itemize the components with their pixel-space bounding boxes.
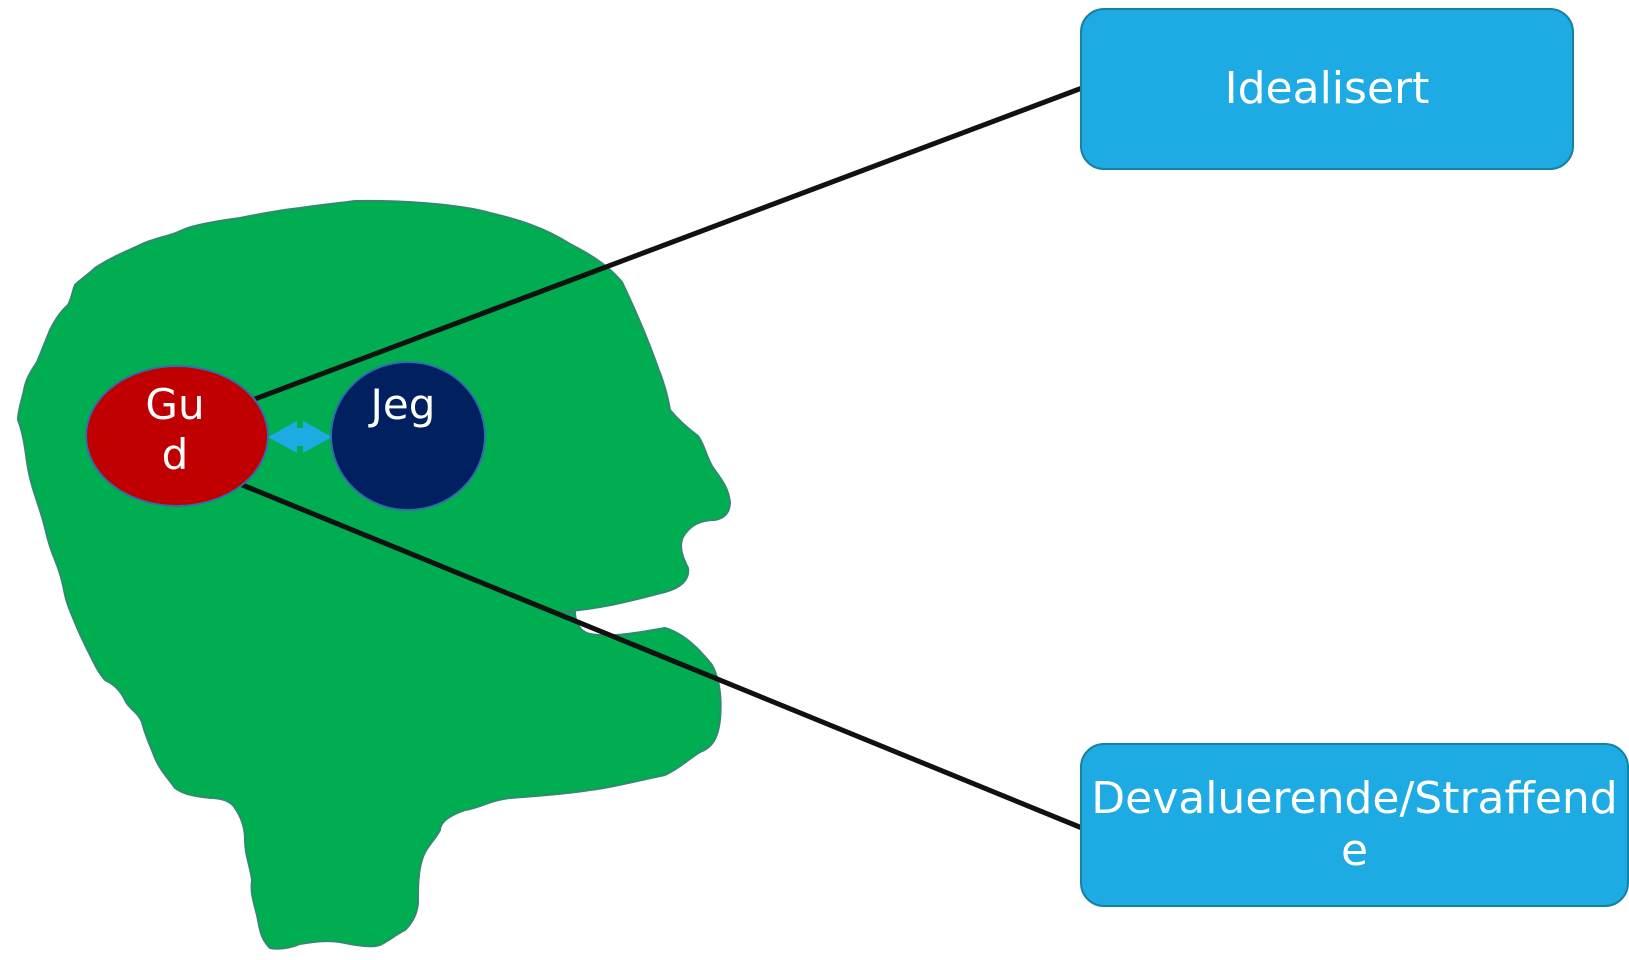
label-box-devaluerende: Devaluerende/Straffende xyxy=(1080,743,1629,907)
node-gud xyxy=(85,365,269,507)
label-box-idealisert: Idealisert xyxy=(1080,8,1574,170)
connector-line-idealisert xyxy=(246,85,1083,405)
double-arrow-icon xyxy=(268,421,332,453)
node-jeg-label: Jeg xyxy=(370,380,436,429)
head-silhouette xyxy=(16,199,732,950)
node-gud-label: Gud xyxy=(145,380,205,480)
node-jeg xyxy=(330,361,486,511)
connector-line-devaluerende xyxy=(239,481,1083,831)
